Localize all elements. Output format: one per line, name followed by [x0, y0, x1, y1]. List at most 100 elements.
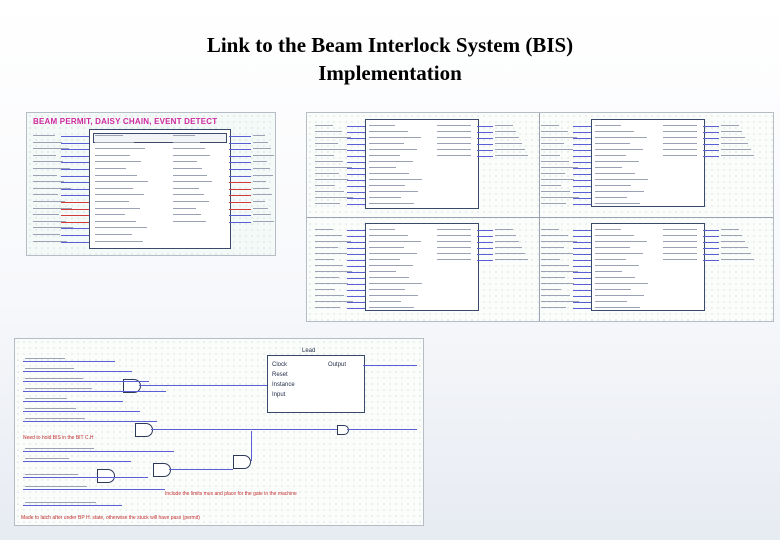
module-output-wire: [477, 260, 493, 261]
output-wire: [229, 175, 251, 177]
module-pin: [369, 149, 417, 150]
module-pin: [595, 203, 640, 204]
block-pin-left: [95, 234, 132, 235]
slide-title-line1: Link to the Beam Interlock System (BIS): [206, 33, 574, 57]
module-output-wire: [703, 236, 719, 237]
module-pin: [369, 191, 418, 192]
module-net-label: [315, 283, 348, 284]
block-pin-right: [173, 207, 196, 209]
buffer-gate: [337, 425, 349, 435]
module-input-wire: [573, 278, 591, 279]
output-net-label: [253, 135, 265, 136]
module-out-label: [721, 149, 751, 150]
module-out-label: [495, 125, 513, 126]
module-output-wire: [703, 144, 719, 145]
module-out-pin: [663, 131, 697, 132]
module-input-wire: [573, 204, 591, 205]
module-out-pin: [663, 247, 697, 248]
module-output-wire: [703, 138, 719, 139]
block-pin-right: [173, 174, 207, 176]
module-pin: [595, 185, 631, 186]
module-pin: [595, 155, 626, 156]
module-input-wire: [573, 198, 591, 199]
module-out-pin: [437, 229, 471, 230]
module-net-label: [541, 125, 559, 126]
schematic-beam-permit: BEAM PERMIT, DAISY CHAIN, EVENT DETECT: [26, 112, 276, 256]
module-out-pin: [437, 149, 471, 150]
module-input-wire: [347, 248, 365, 249]
feedback-wire: [251, 431, 252, 461]
schematic-module-grid: [306, 112, 774, 322]
block-pin-left: [95, 141, 134, 143]
module-pin: [595, 271, 622, 272]
module-pin: [369, 235, 408, 236]
module-out-pin: [663, 149, 697, 150]
block-pin-right: [173, 161, 197, 163]
module-block-1: [365, 119, 479, 209]
module-pin: [595, 307, 640, 308]
module-input-wire: [347, 186, 365, 187]
logic-net-label: [25, 408, 76, 409]
latch-pin-input: Input: [272, 392, 286, 398]
module-net-label: [541, 155, 560, 156]
module-out-label: [495, 229, 513, 230]
latch-block: Lead Clock Reset Instance Input Output: [267, 348, 365, 413]
module-out-label: [721, 155, 754, 156]
and-gate-1: [123, 379, 141, 393]
module-out-label: [495, 259, 528, 260]
module-input-wire: [573, 254, 591, 255]
output-wire: [229, 208, 251, 210]
module-input-wire: [573, 284, 591, 285]
module-out-pin: [663, 155, 697, 156]
output-net-label: [253, 141, 268, 143]
module-out-pin: [663, 125, 697, 126]
module-output-wire: [477, 236, 493, 237]
module-input-wire: [347, 180, 365, 181]
input-wire: [61, 169, 89, 170]
output-net-label: [253, 154, 274, 156]
module-net-label: [541, 247, 564, 248]
module-out-pin: [437, 253, 471, 254]
module-input-wire: [573, 144, 591, 145]
module-pin: [595, 235, 634, 236]
module-pin: [369, 271, 396, 272]
logic-wire: [23, 411, 140, 412]
module-pin: [369, 247, 404, 248]
module-output-wire: [477, 150, 493, 151]
input-wire: [61, 228, 89, 230]
module-input-wire: [573, 308, 591, 309]
buffer-output-wire: [347, 429, 417, 430]
output-net-label: [253, 214, 271, 216]
module-net-label: [541, 161, 569, 162]
module-output-wire: [477, 248, 493, 249]
module-net-label: [541, 143, 564, 144]
module-out-pin: [663, 143, 697, 144]
module-output-wire: [477, 144, 493, 145]
block-pin-left: [95, 181, 148, 183]
module-pin: [595, 277, 635, 278]
module-net-label: [541, 149, 573, 150]
module-pin: [595, 131, 634, 132]
module-net-label: [315, 191, 344, 192]
module-pin: [595, 197, 627, 198]
module-input-wire: [573, 242, 591, 243]
module-pin: [595, 167, 622, 168]
module-pin: [369, 155, 400, 156]
logic-wire: [23, 401, 123, 402]
module-net-label: [315, 277, 339, 278]
module-input-wire: [347, 308, 365, 309]
module-output-wire: [703, 126, 719, 127]
module-pin: [369, 277, 409, 278]
module-pin: [595, 191, 644, 192]
module-net-label: [315, 295, 344, 296]
module-pin: [595, 137, 647, 138]
input-wire: [61, 195, 89, 197]
module-out-label: [495, 143, 522, 144]
module-output-wire: [703, 230, 719, 231]
input-wire: [61, 235, 89, 236]
input-net-label: [33, 207, 72, 209]
module-input-wire: [347, 242, 365, 243]
input-wire: [61, 136, 89, 137]
module-pin: [595, 161, 639, 162]
module-pin: [369, 185, 405, 186]
